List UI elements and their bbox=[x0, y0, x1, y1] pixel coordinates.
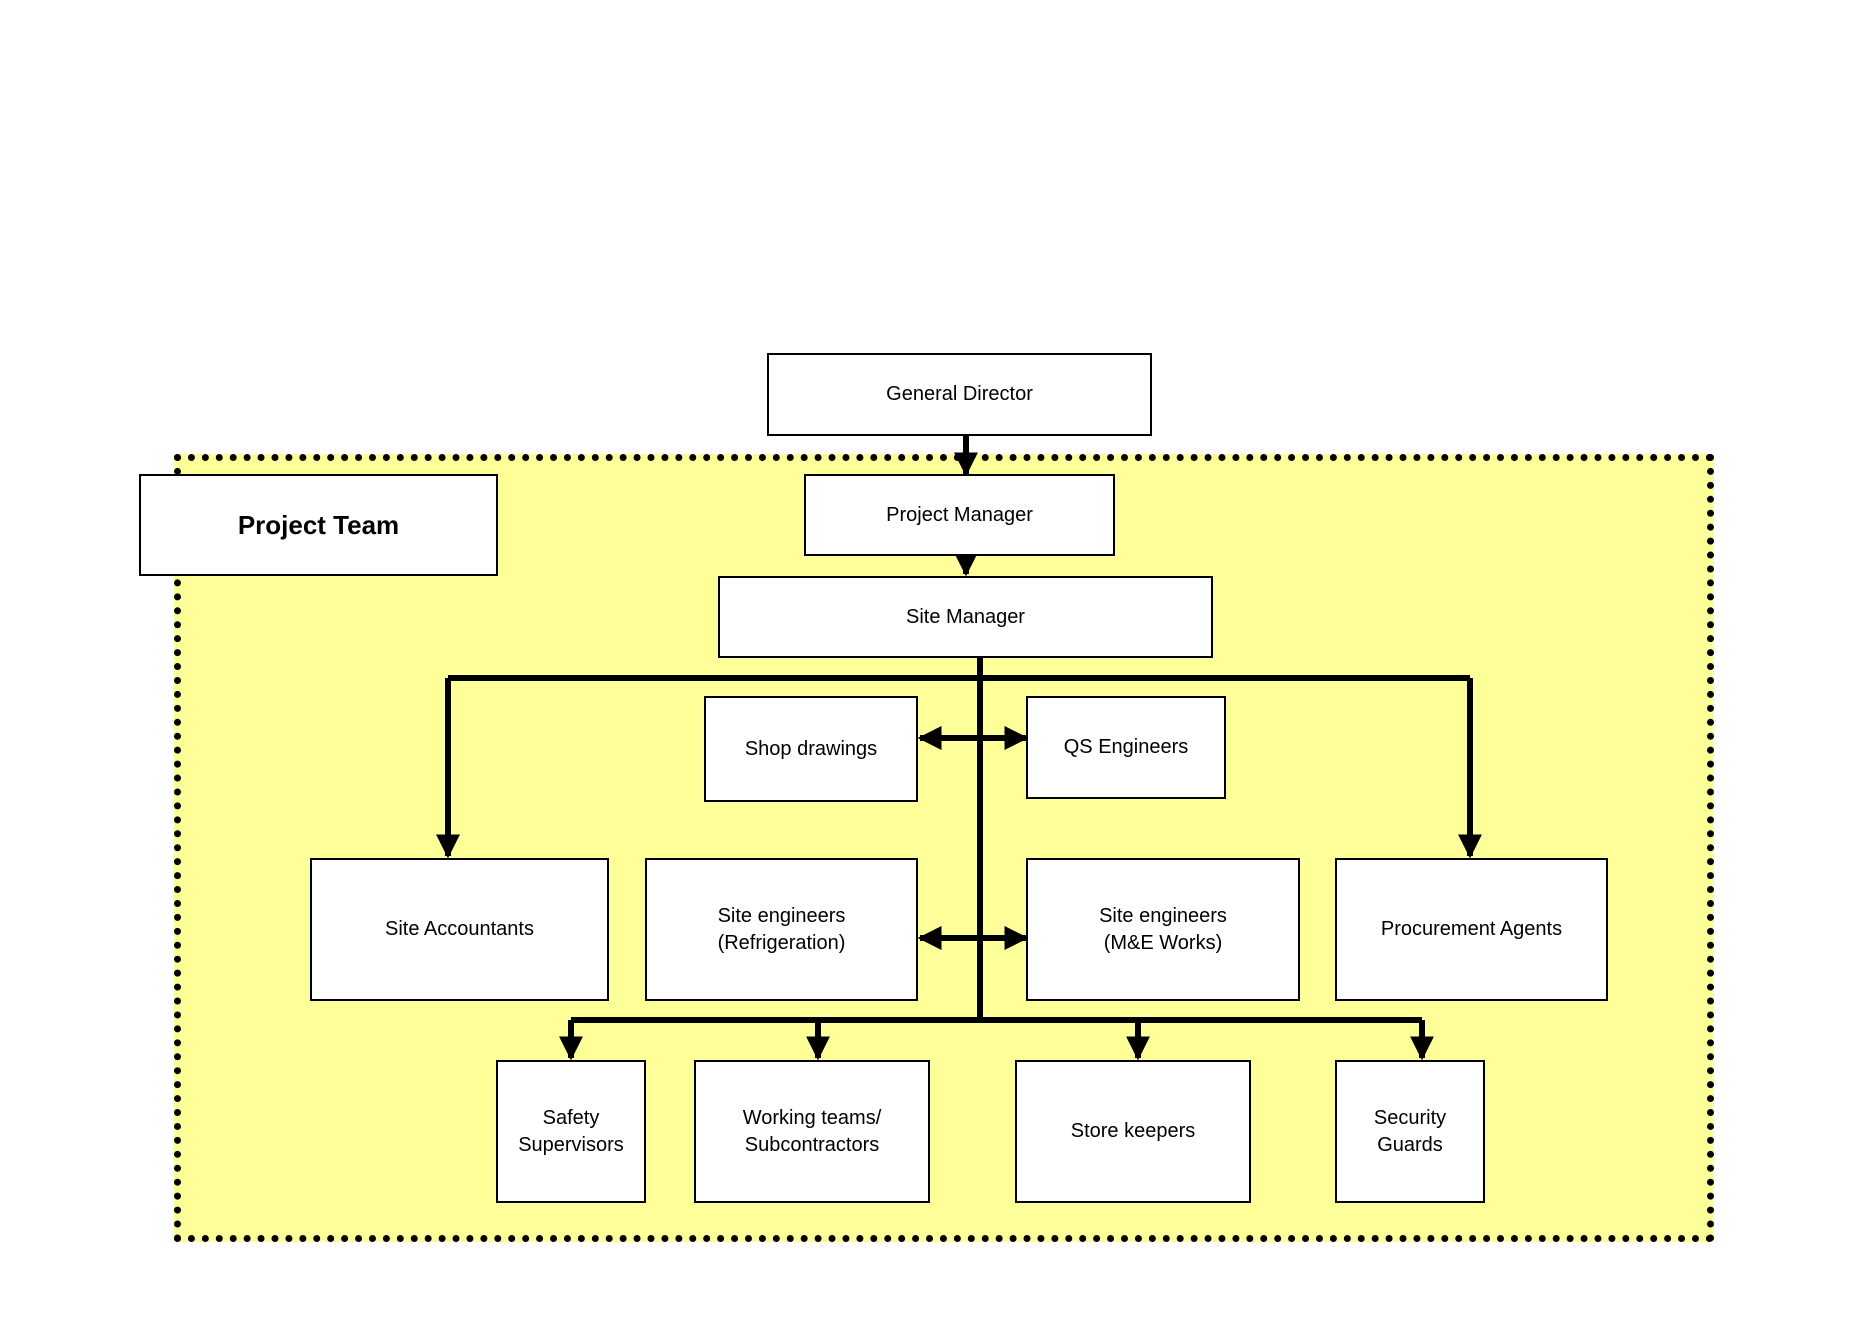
node-site-engineers-refrigeration: Site engineers (Refrigeration) bbox=[645, 858, 918, 1001]
node-security-guards: Security Guards bbox=[1335, 1060, 1485, 1203]
node-site-accountants: Site Accountants bbox=[310, 858, 609, 1001]
node-shop-drawings: Shop drawings bbox=[704, 696, 918, 802]
node-site-engineers-me-works: Site engineers (M&E Works) bbox=[1026, 858, 1300, 1001]
node-project-manager: Project Manager bbox=[804, 474, 1115, 556]
project-team-label: Project Team bbox=[139, 474, 498, 576]
node-store-keepers: Store keepers bbox=[1015, 1060, 1251, 1203]
node-working-teams-subcontractors: Working teams/ Subcontractors bbox=[694, 1060, 930, 1203]
node-general-director: General Director bbox=[767, 353, 1152, 436]
node-qs-engineers: QS Engineers bbox=[1026, 696, 1226, 799]
node-procurement-agents: Procurement Agents bbox=[1335, 858, 1608, 1001]
node-safety-supervisors: Safety Supervisors bbox=[496, 1060, 646, 1203]
node-site-manager: Site Manager bbox=[718, 576, 1213, 658]
